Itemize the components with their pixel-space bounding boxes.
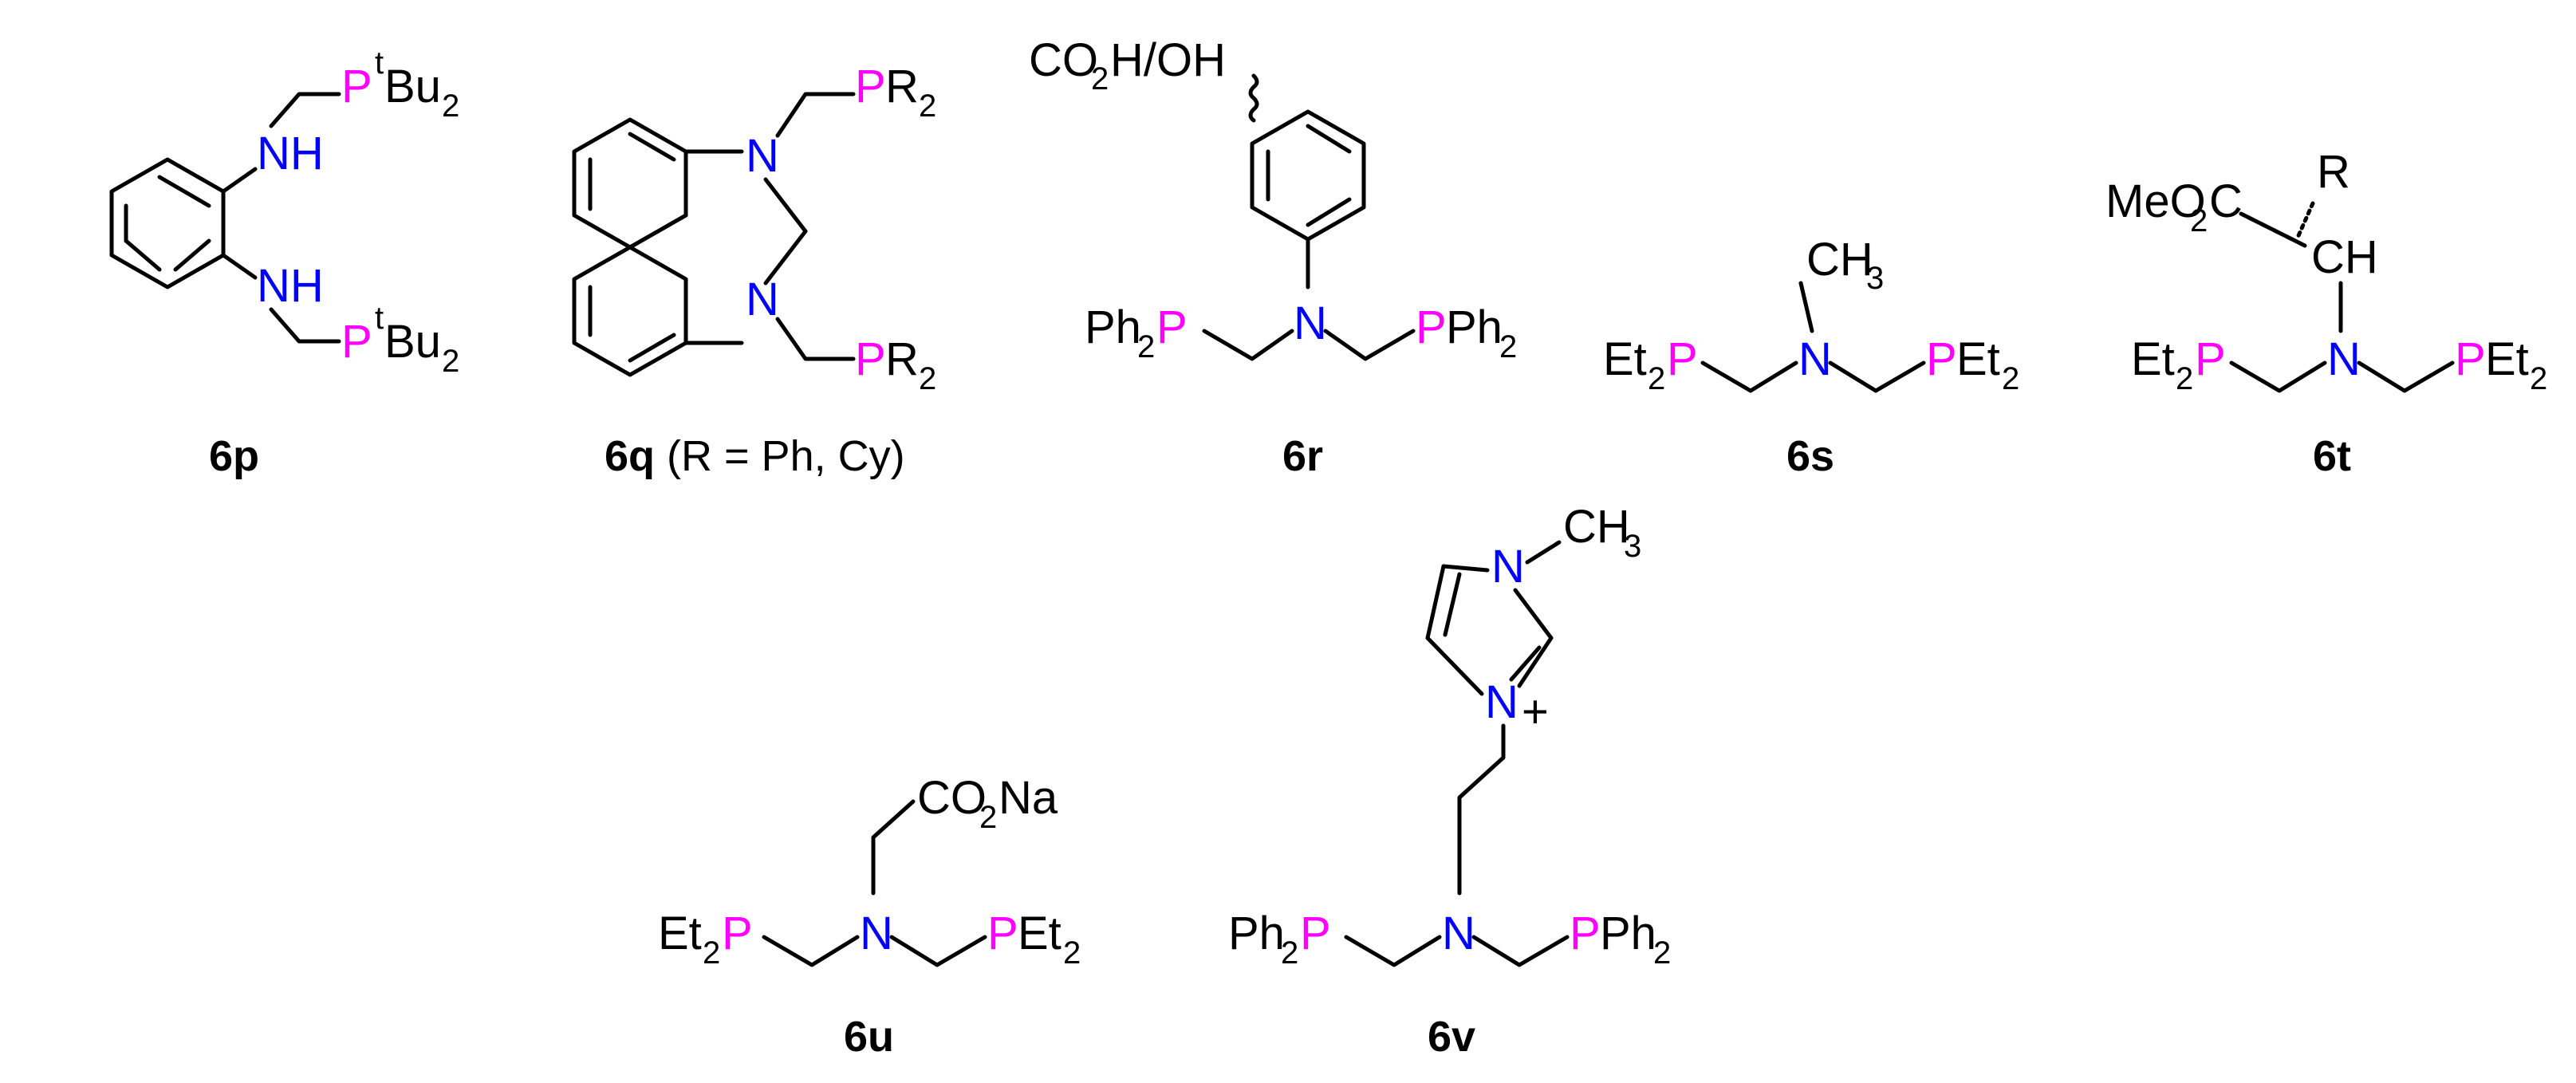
compound-6u: CO 2 Na N Et 2 P P Et 2 6u (658, 772, 1081, 1061)
phosphorus-atom: P (1416, 301, 1447, 353)
ch-group: CH (1563, 501, 1630, 553)
phenyl-group: Ph (1446, 301, 1503, 353)
nitrogen-atom: N (2327, 333, 2361, 385)
butyl-group: Bu (384, 316, 441, 368)
co-group: CO (1029, 34, 1098, 86)
r-group: R (2317, 146, 2350, 198)
tert-superscript: t (375, 301, 384, 336)
compound-label-6u: 6u (844, 1013, 894, 1061)
compound-label-6v: 6v (1428, 1013, 1475, 1061)
ch-atom: CH (2311, 231, 2378, 283)
subscript-2: 2 (919, 89, 936, 124)
compound-6v: CH 3 N N + N Ph 2 P P Ph 2 6v (1228, 501, 1671, 1061)
phosphorus-atom: P (855, 333, 886, 385)
phosphorus-atom: P (987, 908, 1018, 959)
phenyl-group: Ph (1085, 301, 1141, 353)
methoxy-group: MeO (2105, 175, 2206, 227)
phosphorus-atom: P (341, 61, 372, 112)
ch-group: CH (1806, 234, 1873, 286)
compound-label-6q-note: (R = Ph, Cy) (655, 432, 905, 480)
ethyl-group: Et (2485, 333, 2529, 385)
subscript-3: 3 (1866, 261, 1884, 296)
phosphorus-atom: P (1926, 333, 1957, 385)
subscript-2: 2 (2530, 361, 2547, 396)
compound-6q: N N P R 2 P R 2 6q (R = Ph, Cy) (572, 61, 936, 480)
nitrogen-atom: N (1442, 908, 1475, 959)
subscript-2: 2 (1137, 329, 1155, 364)
phosphorus-atom: P (2195, 333, 2226, 385)
phosphorus-atom: P (2455, 333, 2486, 385)
compound-6t: MeO 2 C R CH N Et 2 P P Et 2 6t (2105, 146, 2547, 480)
phosphorus-atom: P (1667, 333, 1698, 385)
subscript-2: 2 (2190, 203, 2208, 238)
subscript-2: 2 (1281, 935, 1298, 971)
subscript-2: 2 (2002, 361, 2019, 396)
r-group: R (885, 61, 919, 112)
phenyl-group: Ph (1600, 908, 1656, 959)
compound-label-6t: 6t (2313, 432, 2351, 480)
phosphorus-atom: P (855, 61, 886, 112)
r-group: R (885, 333, 919, 385)
phosphorus-atom: P (341, 316, 372, 368)
nitrogen-atom: N (1294, 297, 1327, 349)
nitrogen-atom: N (1485, 676, 1518, 728)
nh-atom: NH (257, 260, 324, 312)
subscript-2: 2 (703, 935, 720, 971)
compound-label-6r: 6r (1282, 432, 1323, 480)
subscript-2: 2 (1648, 361, 1665, 396)
h-oh-group: H/OH (1110, 34, 1226, 86)
nh-atom: NH (257, 128, 324, 179)
nitrogen-atom: N (1798, 333, 1832, 385)
sodium-atom: Na (998, 772, 1058, 824)
positive-charge: + (1522, 686, 1549, 738)
subscript-2: 2 (919, 361, 936, 396)
compound-6r: CO 2 H/OH N Ph 2 P P Ph 2 6r (1029, 34, 1517, 480)
compound-6s: CH 3 N Et 2 P P Et 2 6s (1603, 234, 2019, 480)
compound-label-6q-id: 6q (605, 432, 655, 480)
compound-6p: NH NH P t Bu 2 P t Bu 2 6p (109, 45, 459, 480)
ethyl-group: Et (1018, 908, 1062, 959)
subscript-2: 2 (1499, 329, 1517, 364)
ethyl-group: Et (2131, 333, 2175, 385)
ethyl-group: Et (1956, 333, 2000, 385)
phosphorus-atom: P (1300, 908, 1331, 959)
ethyl-group: Et (658, 908, 702, 959)
subscript-2: 2 (2176, 361, 2193, 396)
phosphorus-atom: P (1570, 908, 1601, 959)
compound-label-6s: 6s (1786, 432, 1834, 480)
subscript-2: 2 (979, 800, 997, 835)
co-group: CO (917, 772, 987, 824)
subscript-2: 2 (1653, 935, 1671, 971)
nitrogen-atom: N (860, 908, 893, 959)
subscript-2: 2 (1091, 61, 1109, 96)
carbon-atom: C (2209, 175, 2243, 227)
subscript-2: 2 (442, 89, 459, 124)
ethyl-group: Et (1603, 333, 1647, 385)
subscript-3: 3 (1624, 529, 1641, 564)
nitrogen-atom: N (746, 274, 779, 325)
nitrogen-atom: N (1491, 541, 1525, 593)
subscript-2: 2 (1063, 935, 1081, 971)
phosphorus-atom: P (1156, 301, 1188, 353)
compound-label-6q: 6q (R = Ph, Cy) (605, 432, 905, 480)
nitrogen-atom: N (746, 130, 779, 182)
compound-label-6p: 6p (209, 432, 259, 480)
subscript-2: 2 (442, 344, 459, 379)
tert-superscript: t (375, 45, 384, 81)
butyl-group: Bu (384, 61, 441, 112)
phosphorus-atom: P (722, 908, 753, 959)
phenyl-group: Ph (1228, 908, 1285, 959)
